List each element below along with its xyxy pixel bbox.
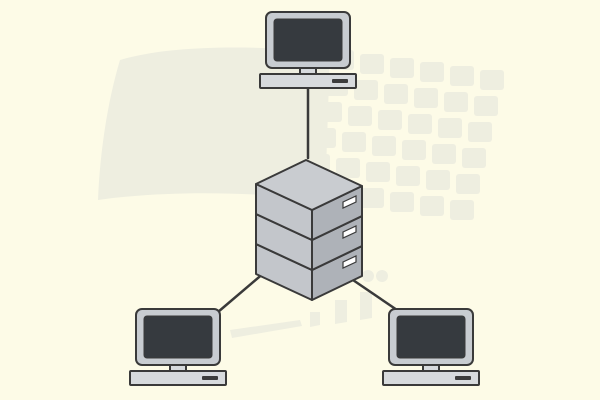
desktop-computer-icon [129, 308, 227, 386]
computer-bottom-left [129, 308, 227, 386]
watermark-grid-cell [468, 122, 492, 142]
link-bottom-right [348, 276, 402, 314]
server-stack-icon [255, 159, 363, 301]
watermark-grid-cell [408, 114, 432, 134]
connection-lines [216, 86, 402, 314]
watermark-grid-cell [456, 174, 480, 194]
server-stack [255, 159, 363, 301]
watermark-grid-cell [360, 54, 384, 74]
link-bottom-left [216, 270, 267, 314]
watermark-grid-cell [336, 158, 360, 178]
watermark-grid-cell [384, 84, 408, 104]
watermark-grid-cell [438, 118, 462, 138]
computer-bottom-right [382, 308, 480, 386]
watermark-grid-cell [420, 196, 444, 216]
watermark-grid-cell [420, 62, 444, 82]
watermark-grid-cell [318, 102, 342, 122]
watermark-grid-cell [348, 106, 372, 126]
server-unit-top [255, 159, 363, 241]
watermark-grid-cell [450, 66, 474, 86]
watermark-grid-cell [360, 188, 384, 208]
desktop-computer-icon [259, 11, 357, 89]
watermark-grid-cell [390, 58, 414, 78]
watermark-grid-cell [312, 128, 336, 148]
computer-top [259, 11, 357, 89]
watermark-grid-cell [342, 132, 366, 152]
desktop-computer-icon [382, 308, 480, 386]
watermark-grid-cell [414, 88, 438, 108]
watermark-grid-cell [480, 70, 504, 90]
watermark-grid-cell [354, 80, 378, 100]
watermark-grid-cell [426, 170, 450, 190]
watermark-grid-cell [432, 144, 456, 164]
watermark-grid-cell [444, 92, 468, 112]
watermark-grid-cell [474, 96, 498, 116]
watermark-grid-cell [402, 140, 426, 160]
watermark-grid-cell [462, 148, 486, 168]
watermark-grid-cell [390, 192, 414, 212]
watermark-grid-cell [378, 110, 402, 130]
watermark-grid-cell [366, 162, 390, 182]
watermark-grid-cell [396, 166, 420, 186]
watermark-grid-cell [372, 136, 396, 156]
watermark-grid-cell [450, 200, 474, 220]
